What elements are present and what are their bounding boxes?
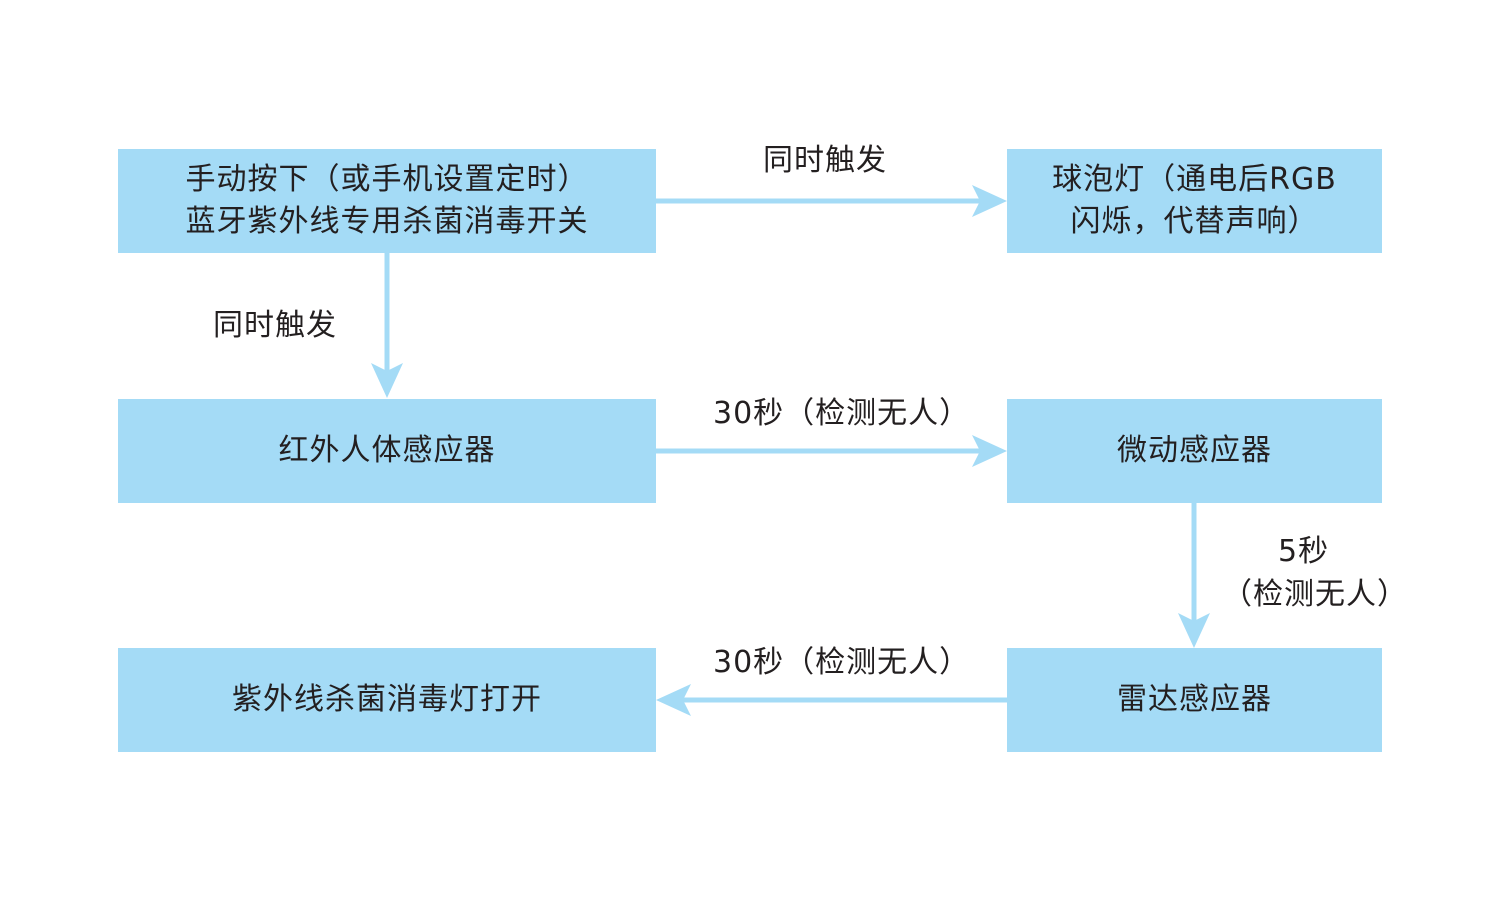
node-bulb-line1: 球泡灯（通电后RGB	[1052, 162, 1337, 197]
edge-label-switch-to-infrared: 同时触发	[213, 308, 337, 343]
node-bulb: 球泡灯（通电后RGB 闪烁，代替声响）	[1007, 149, 1382, 253]
node-uv-lamp-on: 紫外线杀菌消毒灯打开	[118, 648, 656, 752]
node-bulb-line2: 闪烁，代替声响）	[1070, 204, 1319, 239]
edge-label-infrared-to-micro: 30秒（检测无人）	[713, 396, 971, 431]
node-manual-switch-line1: 手动按下（或手机设置定时）	[185, 162, 589, 197]
node-micro-motion-sensor: 微动感应器	[1007, 399, 1382, 503]
node-radar-sensor: 雷达感应器	[1007, 648, 1382, 752]
node-infrared-sensor-label: 红外人体感应器	[278, 433, 496, 468]
node-uv-lamp-on-label: 紫外线杀菌消毒灯打开	[232, 682, 542, 717]
node-manual-switch-line2: 蓝牙紫外线专用杀菌消毒开关	[185, 204, 589, 239]
edge-label-switch-to-bulb: 同时触发	[763, 143, 887, 178]
arrowhead-down-icon	[371, 363, 403, 398]
arrowhead-right-icon	[972, 185, 1007, 217]
arrowhead-down-icon	[1178, 613, 1210, 648]
node-micro-motion-sensor-label: 微动感应器	[1117, 433, 1272, 468]
edge-label-radar-to-uv: 30秒（检测无人）	[713, 645, 971, 680]
node-infrared-sensor: 红外人体感应器	[118, 399, 656, 503]
node-radar-sensor-label: 雷达感应器	[1117, 682, 1272, 717]
edge-label-micro-to-radar-line1: 5秒	[1278, 534, 1330, 569]
edge-label-micro-to-radar-line2: （检测无人）	[1222, 577, 1408, 612]
node-manual-switch: 手动按下（或手机设置定时） 蓝牙紫外线专用杀菌消毒开关	[118, 149, 656, 253]
arrowhead-right-icon	[972, 435, 1007, 467]
arrowhead-left-icon	[656, 684, 691, 716]
